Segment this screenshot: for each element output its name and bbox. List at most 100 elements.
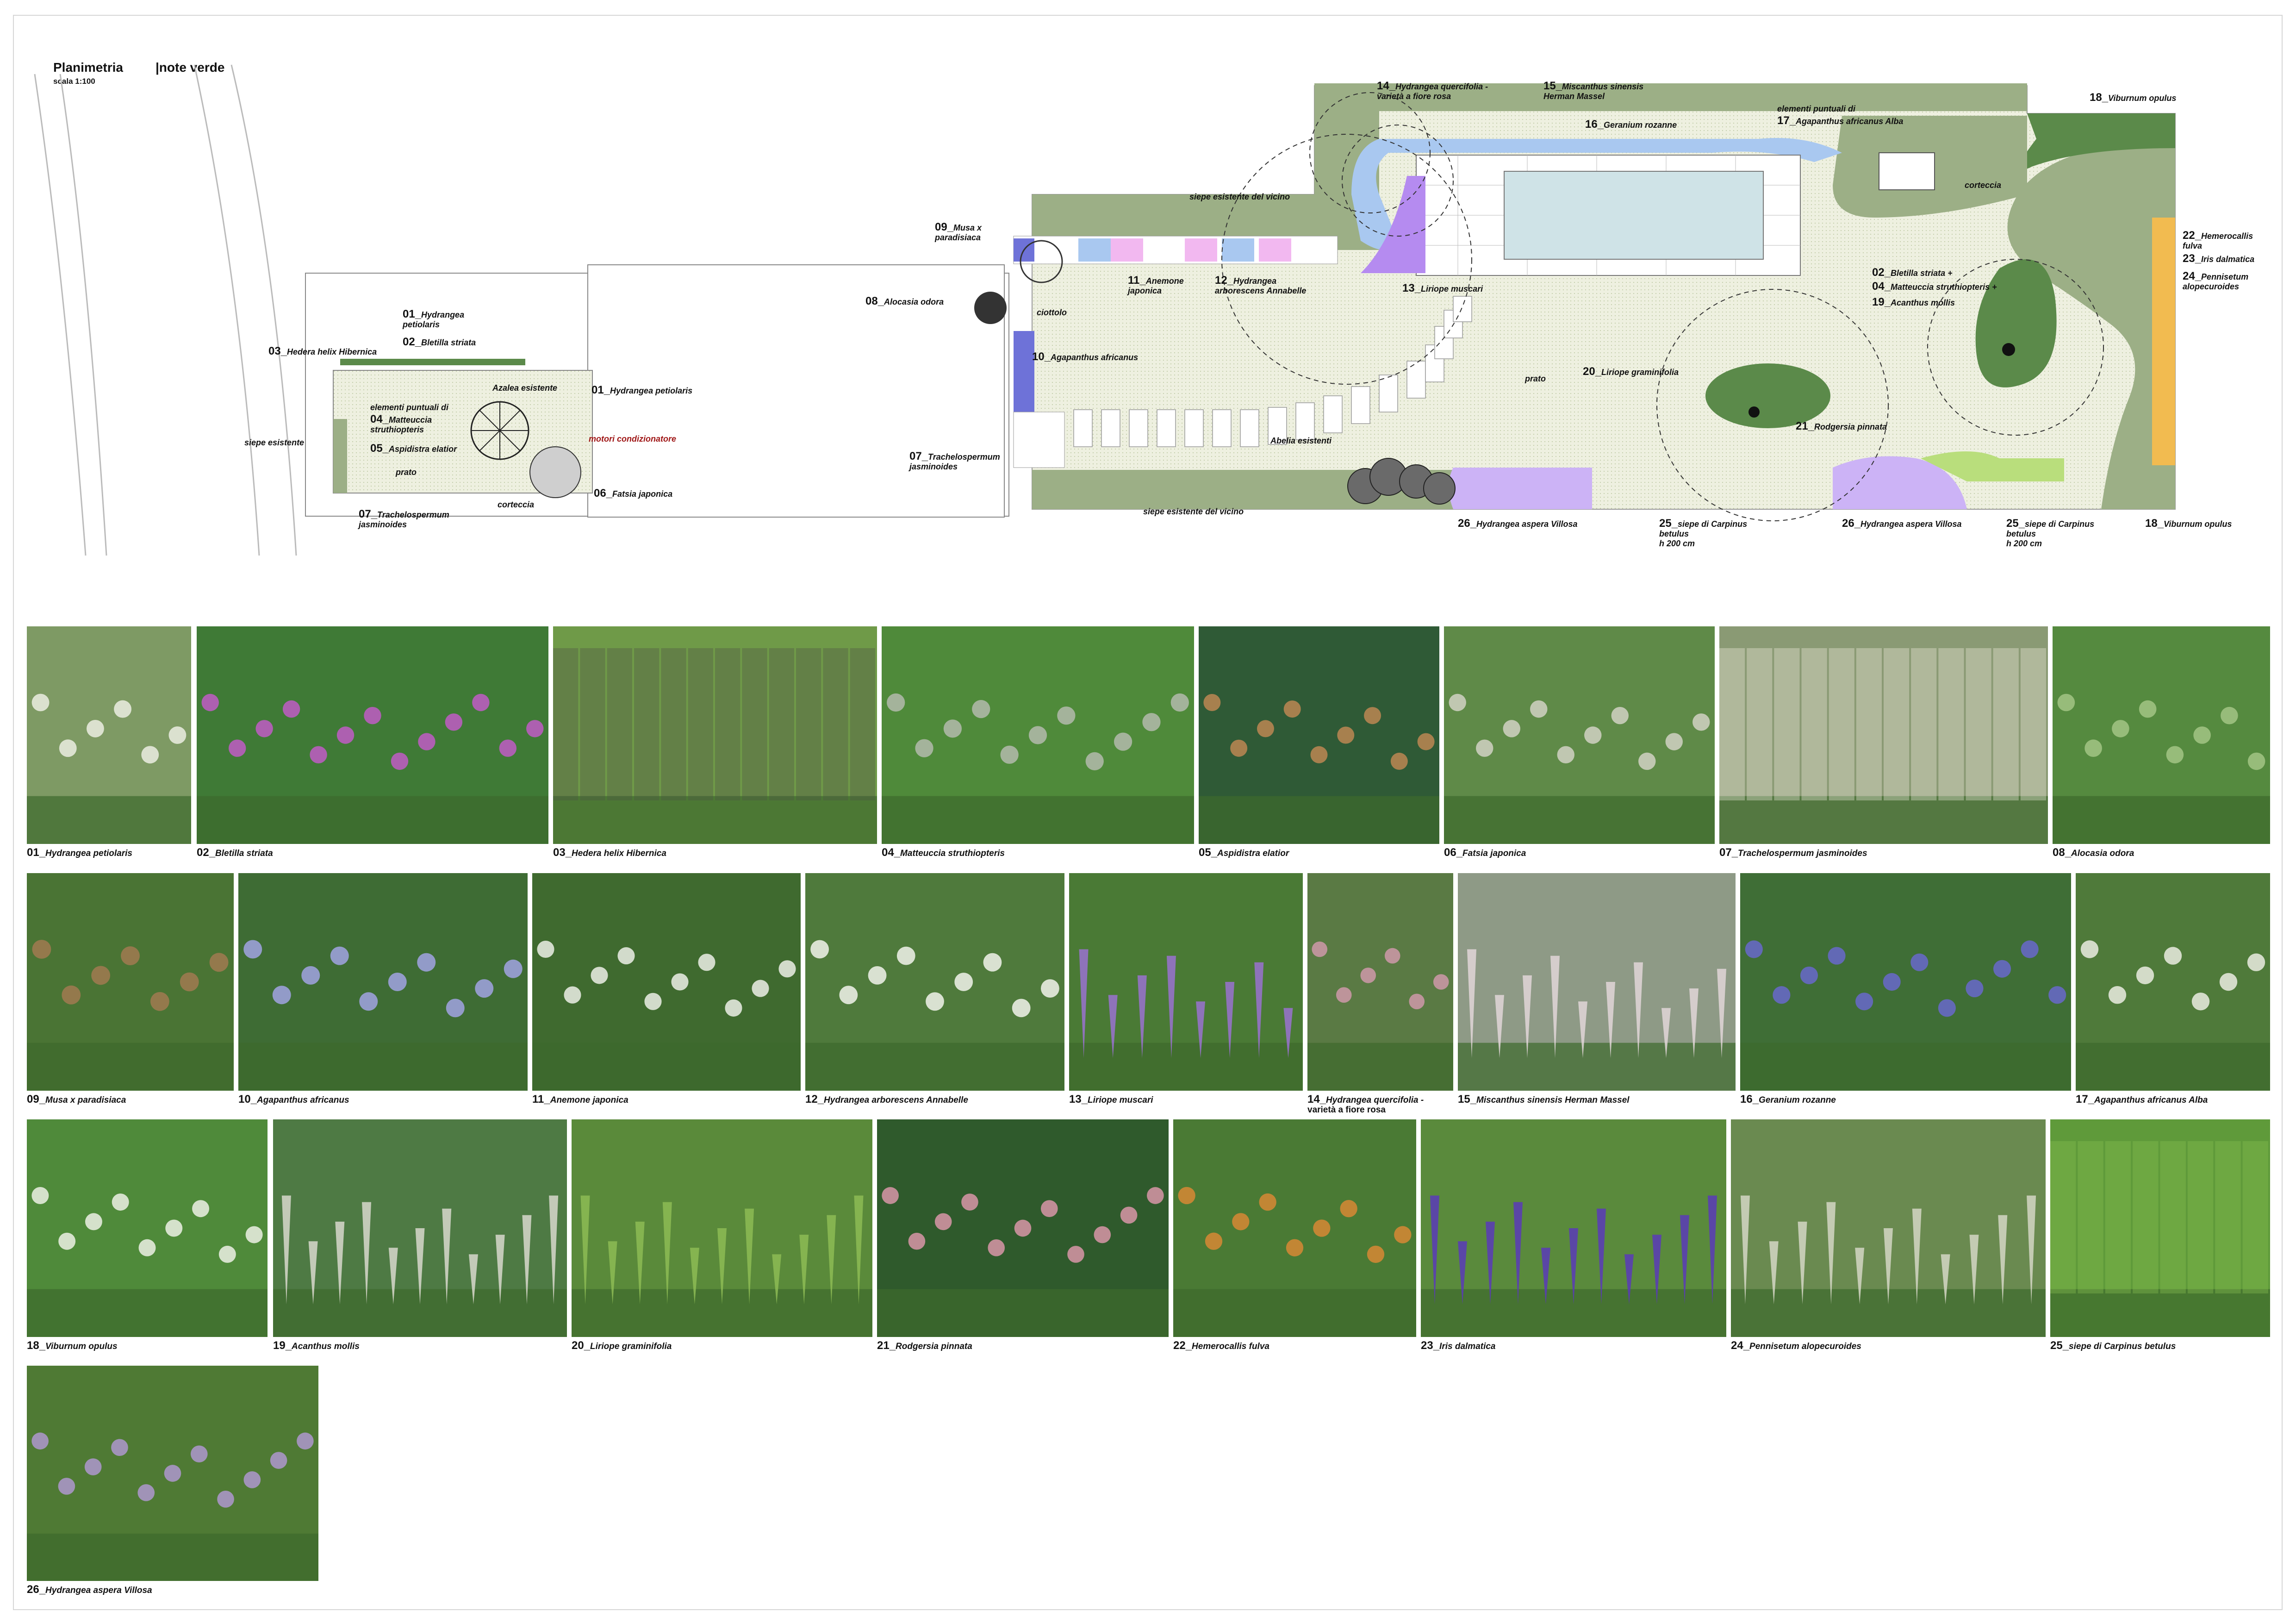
plant-name: Hydrangea quercifolia - — [1326, 1095, 1424, 1105]
plan-label: 21_Rodgersia pinnata — [1796, 421, 1887, 432]
label-number: 25_ — [1659, 517, 1678, 530]
plant-card: 12_Hydrangea arborescens Annabelle — [805, 873, 1064, 1123]
label-text: corteccia — [1965, 181, 2002, 190]
label-text: elementi puntuali di — [370, 403, 449, 412]
label-text: Herman Massel — [1543, 92, 1605, 101]
label-text: varietà a fiore rosa — [1377, 92, 1451, 101]
hydrangea-aspera-bed-1 — [1449, 468, 1592, 509]
plant-name: Hydrangea arborescens Annabelle — [824, 1095, 968, 1105]
violet-flowers-photo — [1740, 873, 2071, 1091]
label-text: prato — [1525, 374, 1546, 383]
plant-caption: 11_Anemone japonica — [532, 1094, 628, 1106]
plant-number: 23_ — [1421, 1339, 1440, 1352]
plant-name: Miscanthus sinensis Herman Massel — [1476, 1095, 1630, 1105]
label-number: 14_ — [1377, 80, 1396, 92]
plant-caption: 25_siepe di Carpinus betulus — [2050, 1340, 2176, 1352]
plant-card: 11_Anemone japonica — [532, 873, 801, 1123]
label-text: paradisiaca — [935, 233, 981, 242]
title-text: Planimetria — [53, 60, 123, 75]
fatsia-symbol — [529, 446, 581, 498]
pink-bed-3 — [1259, 238, 1291, 262]
label-text: Alocasia odora — [884, 297, 944, 306]
plant-card: 24_Pennisetum alopecuroides — [1731, 1119, 2046, 1369]
hedge-photo — [2050, 1119, 2270, 1337]
label-number: 11_ — [1128, 274, 1146, 287]
rodgersia-island — [1705, 363, 1830, 428]
plant-number: 18_ — [27, 1339, 46, 1352]
label-text: Hydrangea petiolaris — [610, 386, 693, 395]
plan-label: 04_Matteuccia struthiopteris + — [1872, 281, 1997, 292]
plant-card: 01_Hydrangea petiolaris — [27, 626, 191, 876]
label-text: h 200 cm — [1659, 539, 1695, 548]
iris-photo — [1421, 1119, 1726, 1337]
lilac-shrub-photo — [27, 1366, 318, 1581]
label-number: 03_ — [268, 345, 287, 357]
alocasia-symbol — [974, 292, 1007, 324]
plant-caption: 09_Musa x paradisiaca — [27, 1093, 126, 1106]
plant-name: Pennisetum alopecuroides — [1749, 1342, 1861, 1351]
liriope-light-bed — [1921, 451, 2064, 481]
plant-card: 02_Bletilla striata — [197, 626, 548, 876]
plant-name: Agapanthus africanus Alba — [2094, 1095, 2208, 1105]
label-text: struthiopteris — [370, 425, 424, 434]
label-number: 15_ — [1543, 80, 1562, 92]
plant-number: 14_ — [1307, 1093, 1326, 1106]
label-text: Pennisetum — [2201, 272, 2249, 281]
tree-canopy-1 — [1656, 289, 1889, 521]
plan-label: 02_Bletilla striata — [403, 337, 476, 348]
label-text: prato — [396, 468, 417, 477]
boundary-curves — [34, 64, 297, 556]
corridor-hedge — [1032, 194, 1319, 236]
plant-card: 19_Acanthus mollis — [273, 1119, 567, 1369]
plant-name: Aspidistra elatior — [1217, 849, 1289, 858]
plan-label: 13_Liriope muscari — [1402, 283, 1483, 294]
plant-number: 10_ — [238, 1093, 257, 1106]
plant-caption: 01_Hydrangea petiolaris — [27, 846, 132, 859]
plant-name: Hemerocallis fulva — [1192, 1342, 1269, 1351]
plan-label: 26_Hydrangea aspera Villosa — [1458, 518, 1577, 529]
plant-card: 07_Trachelospermum jasminoides — [1719, 626, 2048, 876]
label-text: jasminoides — [359, 520, 407, 529]
label-text: Aspidistra elatior — [389, 444, 457, 454]
plant-name: Geranium rozanne — [1759, 1095, 1836, 1105]
plant-caption: 20_Liriope graminifolia — [572, 1340, 672, 1352]
hydrangea-aspera-bed-2 — [1833, 456, 1967, 509]
plan-label: siepe esistente del vicino — [1143, 507, 1244, 517]
plant-number: 19_ — [273, 1339, 292, 1352]
label-text: Matteuccia — [389, 415, 432, 425]
plan-label: 16_Geranium rozanne — [1585, 119, 1677, 130]
plant-variety: varietà a fiore rosa — [1307, 1105, 1386, 1115]
plant-card: 18_Viburnum opulus — [27, 1119, 268, 1369]
plant-caption: 12_Hydrangea arborescens Annabelle — [805, 1094, 968, 1106]
plant-number: 05_ — [1199, 846, 1218, 859]
plan-label: 05_Aspidistra elatior — [370, 443, 457, 454]
label-number: 20_ — [1583, 365, 1602, 378]
plant-card: 26_Hydrangea aspera Villosa — [27, 1366, 318, 1613]
plant-caption: 05_Aspidistra elatior — [1199, 846, 1289, 859]
orange-lily-photo — [1173, 1119, 1416, 1337]
plan-label: Abelia esistenti — [1270, 436, 1332, 446]
white-bench — [1879, 152, 1935, 190]
left-hedge — [333, 419, 347, 493]
plant-name: Acanthus mollis — [292, 1342, 360, 1351]
agapanthus-navy-strip-2 — [1014, 331, 1034, 412]
label-text: Agapanthus africanus — [1051, 353, 1139, 362]
plant-number: 01_ — [27, 846, 46, 859]
label-text: motori condizionatore — [589, 434, 676, 443]
plant-card: 25_siepe di Carpinus betulus — [2050, 1119, 2270, 1369]
label-number: 17_ — [1777, 114, 1796, 127]
plant-number: 04_ — [882, 846, 901, 859]
label-text: Hydrangea aspera Villosa — [1860, 519, 1962, 529]
site-plan — [34, 64, 2176, 556]
plan-label: 01_Hydrangea petiolaris — [591, 385, 692, 396]
plan-label: prato — [1525, 374, 1546, 384]
plant-caption: 13_Liriope muscari — [1069, 1094, 1153, 1106]
label-number: 22_ — [2183, 229, 2202, 242]
label-number: 02_ — [1872, 266, 1891, 279]
plant-name: Viburnum opulus — [45, 1342, 118, 1351]
plant-number: 09_ — [27, 1093, 46, 1106]
